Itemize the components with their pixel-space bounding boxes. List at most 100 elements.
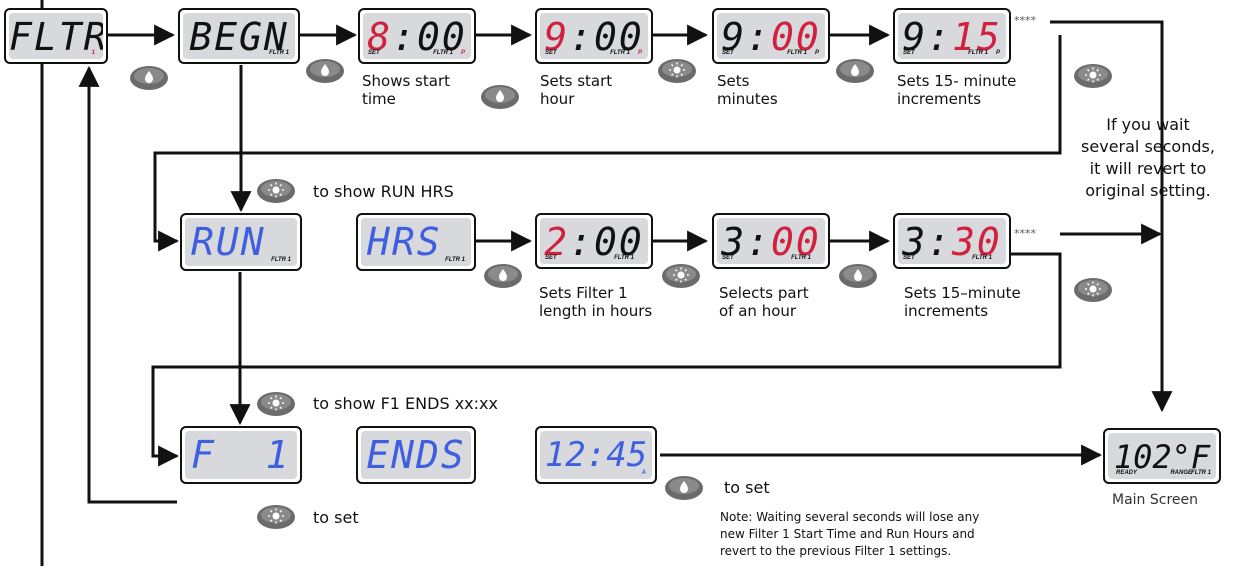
- label-sets-minutes: Sets minutes: [717, 72, 778, 108]
- lcd-1245-sub: A: [641, 470, 646, 476]
- lcd-main-ready: READY: [1116, 470, 1138, 476]
- label-sets-start-hour: Sets start hour: [540, 72, 613, 108]
- lcd-200-value: 2:00: [540, 220, 648, 264]
- lcd-hrs-text: HRS: [367, 220, 442, 264]
- sun-icon[interactable]: [1073, 277, 1113, 303]
- lcd-hrs: HRS FLTR 1: [356, 213, 476, 271]
- lcd-915-pre: 9:: [902, 15, 952, 59]
- lcd-915-set: SET: [903, 50, 915, 56]
- lcd-800: 8:00 SET FLTR 1 P: [358, 8, 476, 64]
- lcd-200-hi: 2: [544, 220, 570, 264]
- lcd-run-text: RUN: [191, 220, 266, 264]
- lcd-800-sub: FLTR 1: [433, 50, 453, 56]
- label-show-run-hrs: to show RUN HRS: [313, 182, 454, 201]
- label-to-set-left: to set: [313, 508, 359, 527]
- drop-icon[interactable]: [835, 58, 875, 84]
- lcd-330-pre: 3:: [902, 220, 952, 264]
- label-note: Note: Waiting several seconds will lose …: [720, 510, 980, 558]
- sun-icon[interactable]: [657, 58, 697, 84]
- drop-icon[interactable]: [480, 84, 520, 110]
- sun-icon[interactable]: [256, 504, 296, 530]
- drop-icon[interactable]: [838, 263, 878, 289]
- lcd-900-hour: 9:00 SET FLTR 1 P: [535, 8, 653, 64]
- lcd-f1: F 1: [180, 426, 302, 484]
- lcd-915: 9:15 SET FLTR 1 P: [893, 8, 1011, 64]
- lcd-800-p: P: [460, 50, 465, 56]
- lcd-hrs-sub: FLTR 1: [445, 257, 465, 263]
- lcd-900h-hi: 9: [544, 15, 570, 59]
- lcd-main-screen: 102°F READY RANGE FLTR 1: [1103, 428, 1221, 484]
- lcd-200: 2:00 SET FLTR 1: [535, 213, 653, 269]
- arrow-f1-fltr: [78, 65, 177, 504]
- loop-row1: [153, 35, 1062, 252]
- sun-icon[interactable]: [1073, 63, 1113, 89]
- lcd-900-minutes: 9:00 SET FLTR 1 P: [712, 8, 830, 64]
- drop-icon[interactable]: [483, 263, 523, 289]
- lcd-300: 3:00 SET FLTR 1: [712, 213, 830, 269]
- drop-icon[interactable]: [664, 475, 704, 501]
- label-main-screen: Main Screen: [1112, 492, 1199, 508]
- lcd-run-sub: FLTR 1: [271, 257, 291, 263]
- lcd-915-sub: FLTR 1: [968, 50, 988, 56]
- lcd-800-hi: 8: [367, 15, 393, 59]
- lcd-1245: 12:45 A: [535, 426, 657, 484]
- lcd-330-value: 3:30: [898, 220, 1006, 264]
- lcd-900h-value: 9:00: [540, 15, 648, 59]
- lcd-330: 3:30 SET FLTR 1: [893, 213, 1011, 269]
- lcd-900m-value: 9:00: [717, 15, 825, 59]
- lcd-ends: ENDS: [356, 426, 476, 484]
- lcd-900m-set: SET: [722, 50, 734, 56]
- lcd-begn-sub: FLTR 1: [269, 50, 289, 56]
- lcd-330-sub: FLTR 1: [972, 255, 992, 261]
- label-shows-start-time: Shows start time: [362, 72, 450, 108]
- lcd-200-set: SET: [545, 255, 557, 261]
- sun-icon[interactable]: [256, 178, 296, 204]
- label-to-set-right: to set: [724, 478, 770, 497]
- lcd-900h-set: SET: [545, 50, 557, 56]
- stars-row2: ****: [1014, 227, 1036, 240]
- lcd-800-set: SET: [368, 50, 380, 56]
- lcd-900m-hi: 00: [771, 15, 821, 59]
- sun-icon[interactable]: [661, 263, 701, 289]
- wait-path: [1050, 20, 1173, 413]
- lcd-main-text: 102°F: [1113, 438, 1211, 476]
- lcd-915-hi: 15: [952, 15, 1002, 59]
- lcd-fltr-sub: 1: [91, 50, 95, 56]
- lcd-300-sub: FLTR 1: [791, 255, 811, 261]
- stars-row1: ****: [1014, 14, 1036, 27]
- lcd-900h-sub: FLTR 1: [610, 50, 630, 56]
- lcd-900m-pre: 9:: [721, 15, 771, 59]
- label-sets-15-minute-b: Sets 15–minute increments: [904, 284, 1021, 320]
- lcd-900m-sub: FLTR 1: [787, 50, 807, 56]
- lcd-fltr: FLTR 1: [4, 8, 108, 64]
- lcd-main-sub: FLTR 1: [1191, 470, 1211, 476]
- lcd-begn: BEGN FLTR 1: [178, 8, 300, 64]
- lcd-run: RUN FLTR 1: [180, 213, 302, 271]
- lcd-1245-text: 12:45: [544, 435, 648, 475]
- lcd-300-hi: 00: [771, 220, 821, 264]
- loop-row2: [151, 252, 1062, 467]
- lcd-fltr-text: FLTR: [9, 15, 103, 59]
- label-sets-15-minute-a: Sets 15- minute increments: [897, 72, 1017, 108]
- sun-icon[interactable]: [256, 391, 296, 417]
- lcd-300-pre: 3:: [721, 220, 771, 264]
- lcd-915-p: P: [995, 50, 1000, 56]
- lcd-915-value: 9:15: [898, 15, 1006, 59]
- lcd-330-hi: 30: [952, 220, 1002, 264]
- label-sets-filter1-length: Sets Filter 1 length in hours: [539, 284, 653, 320]
- label-show-f1-ends: to show F1 ENDS xx:xx: [313, 394, 498, 413]
- lcd-begn-text: BEGN: [189, 15, 289, 59]
- drop-icon[interactable]: [305, 58, 345, 84]
- lcd-900h-rest: :00: [569, 15, 644, 59]
- lcd-800-value: 8:00: [363, 15, 471, 59]
- lcd-main-range: RANGE: [1170, 470, 1192, 476]
- lcd-800-rest: :00: [392, 15, 467, 59]
- lcd-900h-p: P: [637, 50, 642, 56]
- lcd-f1-text: F 1: [191, 433, 291, 477]
- label-selects-part-hour: Selects part of an hour: [719, 284, 809, 320]
- lcd-200-rest: :00: [569, 220, 644, 264]
- lcd-300-set: SET: [722, 255, 734, 261]
- drop-icon[interactable]: [129, 65, 169, 91]
- lcd-ends-text: ENDS: [366, 433, 466, 477]
